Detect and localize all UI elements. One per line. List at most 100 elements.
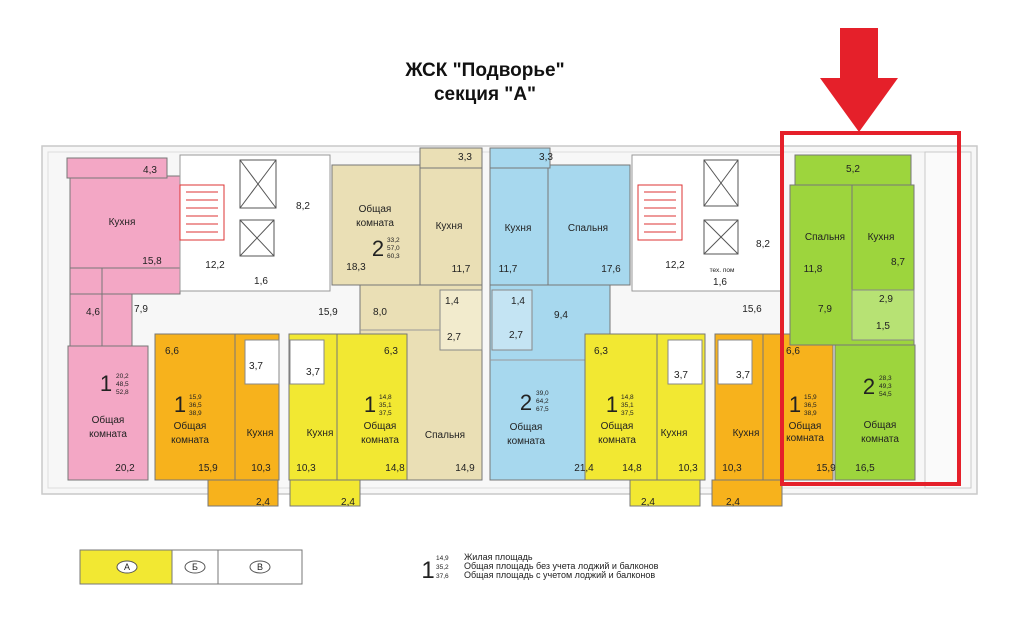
area-without-loggia: 57,0 bbox=[387, 245, 400, 252]
room-area: 10,3 bbox=[296, 463, 316, 474]
apartment-yellow-left bbox=[288, 333, 408, 507]
room-label: тех. пом bbox=[710, 267, 735, 274]
room-area: 15,9 bbox=[816, 463, 836, 474]
area-with-loggia: 60,3 bbox=[387, 253, 400, 260]
room-area: 2,4 bbox=[641, 497, 655, 508]
room-area: 2,4 bbox=[341, 497, 355, 508]
room-area: 17,6 bbox=[601, 264, 621, 275]
highlight-frame bbox=[780, 131, 961, 486]
room-area: 16,5 bbox=[855, 463, 875, 474]
area-with-loggia: 54,5 bbox=[879, 391, 892, 398]
room-label: Кухня bbox=[661, 428, 688, 439]
area-without-loggia: 64,2 bbox=[536, 398, 549, 405]
room-area: 7,9 bbox=[134, 304, 148, 315]
area-without-loggia: 36,5 bbox=[189, 402, 202, 409]
room-label: Кухня bbox=[307, 428, 334, 439]
living-area: 15,9 bbox=[804, 394, 817, 401]
room-area: 10,3 bbox=[722, 463, 742, 474]
room-label: Кухня bbox=[733, 428, 760, 439]
room-label: Кухня bbox=[868, 232, 895, 243]
legend-living: 14,9 bbox=[436, 555, 449, 562]
rooms-count: 2 bbox=[520, 390, 532, 415]
area-with-loggia: 38,9 bbox=[189, 410, 202, 417]
room-area: 1,6 bbox=[713, 277, 727, 288]
room-label: комната bbox=[786, 433, 824, 444]
area-with-loggia: 52,8 bbox=[116, 389, 129, 396]
area-with-loggia: 37,5 bbox=[379, 410, 392, 417]
room-label: Общая bbox=[92, 414, 125, 426]
room-area: 14,9 bbox=[455, 463, 475, 474]
area-without-loggia: 35,1 bbox=[379, 402, 392, 409]
apartment-orange-right bbox=[711, 333, 834, 507]
room-area: 3,7 bbox=[736, 370, 750, 381]
apartment-green bbox=[789, 154, 916, 481]
area-without-loggia: 35,1 bbox=[621, 402, 634, 409]
arrow-down-icon bbox=[820, 28, 898, 132]
room-label: Общая bbox=[359, 203, 392, 215]
room-area: 3,7 bbox=[674, 370, 688, 381]
room-area: 4,3 bbox=[143, 165, 157, 176]
area-without-loggia: 49,3 bbox=[879, 383, 892, 390]
room-label: комната bbox=[361, 435, 399, 446]
room-area: 2,7 bbox=[509, 330, 523, 341]
room-area: 10,3 bbox=[678, 463, 698, 474]
legend-rooms-count: 1 bbox=[421, 557, 434, 584]
room-area: 9,4 bbox=[554, 310, 568, 321]
room-area: 2,7 bbox=[447, 332, 461, 343]
legend-area: 35,2 bbox=[436, 564, 449, 571]
apartment-tag: 1 14,8 35,1 37,5 bbox=[364, 392, 392, 417]
rooms-count: 1 bbox=[364, 392, 376, 417]
room-label: Кухня bbox=[505, 223, 532, 234]
room-label: Общая bbox=[364, 420, 397, 432]
apartment-tag: 2 33,2 57,0 60,3 bbox=[372, 236, 400, 261]
rooms-count: 1 bbox=[174, 392, 186, 417]
room-label: Кухня bbox=[109, 217, 136, 228]
area-with-loggia: 38,9 bbox=[804, 410, 817, 417]
apartment-yellow-right bbox=[584, 333, 706, 507]
room-area: 5,2 bbox=[846, 164, 860, 175]
room-area: 15,9 bbox=[318, 307, 338, 318]
room-area: 2,4 bbox=[256, 497, 270, 508]
living-area: 20,2 bbox=[116, 373, 129, 380]
room-area: 15,9 bbox=[198, 463, 218, 474]
room-area: 11,7 bbox=[499, 264, 518, 275]
room-label: Общая bbox=[510, 421, 543, 433]
apartment-pink bbox=[66, 157, 181, 481]
section-a-label: А bbox=[124, 562, 130, 572]
legend-total: 37,6 bbox=[436, 573, 449, 580]
room-area: 12,2 bbox=[205, 260, 225, 271]
room-label: комната bbox=[89, 429, 127, 440]
legend-line2: Общая площадь без учета лоджий и балконо… bbox=[464, 561, 659, 571]
room-area: 11,7 bbox=[452, 264, 471, 275]
room-area: 6,6 bbox=[786, 346, 800, 357]
living-area: 39,0 bbox=[536, 390, 549, 397]
room-area: 3,7 bbox=[249, 361, 263, 372]
apartment-tag: 1 20,2 48,5 52,8 bbox=[100, 371, 129, 396]
room-area: 8,2 bbox=[296, 201, 310, 212]
room-area: 15,6 bbox=[742, 304, 762, 315]
plan-title-line1: ЖСК "Подворье" bbox=[404, 60, 564, 81]
room-label: Общая bbox=[174, 420, 207, 432]
room-area: 10,3 bbox=[251, 463, 271, 474]
room-area: 14,8 bbox=[385, 463, 405, 474]
room-area: 3,3 bbox=[539, 152, 553, 163]
room-area: 8,2 bbox=[756, 239, 770, 250]
room-area: 20,2 bbox=[115, 463, 135, 474]
room-label: комната bbox=[507, 436, 545, 447]
plan-title-line2: секция "А" bbox=[434, 84, 536, 105]
area-without-loggia: 48,5 bbox=[116, 381, 129, 388]
room-area: 8,0 bbox=[373, 307, 387, 318]
room-label: комната bbox=[598, 435, 636, 446]
room-area: 12,2 bbox=[665, 260, 685, 271]
area-with-loggia: 37,5 bbox=[621, 410, 634, 417]
room-area: 6,3 bbox=[384, 346, 398, 357]
rooms-count: 2 bbox=[863, 374, 875, 399]
apartment-tag: 2 28,3 49,3 54,5 bbox=[863, 374, 892, 399]
room-label: Спальня bbox=[568, 223, 608, 234]
room-area: 11,8 bbox=[804, 264, 823, 275]
room-area: 14,8 bbox=[622, 463, 642, 474]
apartment-tag: 1 15,9 36,5 38,9 bbox=[789, 392, 817, 417]
room-label: комната bbox=[171, 435, 209, 446]
room-area: 1,4 bbox=[511, 296, 525, 307]
